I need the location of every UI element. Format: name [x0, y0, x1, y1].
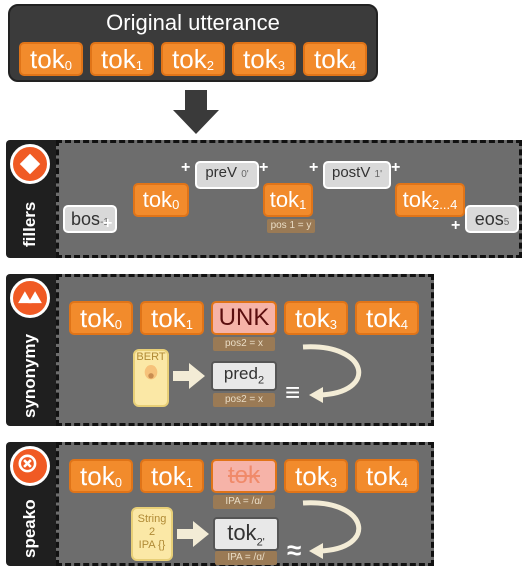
- string-ipa-model-box: String 2 IPA {}: [131, 507, 173, 561]
- fill-bucket-icon: [19, 153, 41, 175]
- synonymy-token-3: tok3: [284, 301, 348, 335]
- synonymy-badge: [10, 278, 50, 318]
- speako-badge: [10, 446, 50, 486]
- speako-panel: tok0 tok1 tok IPA = /ɑ/ tok3 tok4 String…: [56, 442, 434, 566]
- down-arrow-icon: [173, 90, 219, 134]
- right-arrow-icon: [177, 521, 209, 547]
- equivalence-symbol: ≡: [285, 377, 301, 407]
- model-line-1: String: [137, 513, 167, 525]
- x-circle-icon: [18, 454, 37, 473]
- plus-sign: +: [309, 159, 319, 176]
- bert-model-box: BERT: [133, 349, 169, 407]
- synonymy-token-0: tok0: [69, 301, 133, 335]
- return-arrow-icon: [302, 344, 362, 403]
- return-arrow-icon: [302, 500, 362, 559]
- fillers-bos-box: bos-1: [63, 205, 117, 233]
- speako-sidebar: speako: [6, 442, 56, 566]
- speako-pred-ipa: IPA = /ɑ/: [215, 551, 277, 565]
- speako-struck-ipa: IPA = /ɑ/: [213, 495, 275, 509]
- synonymy-sidebar: synonymy: [6, 274, 56, 426]
- plus-sign: +: [259, 159, 269, 176]
- original-token-2: tok2: [161, 42, 225, 76]
- original-token-3: tok3: [232, 42, 296, 76]
- plus-sign: +: [103, 215, 113, 232]
- right-arrow-icon: [173, 363, 205, 389]
- synonymy-token-4: tok4: [355, 301, 419, 335]
- speako-token-4: tok4: [355, 459, 419, 493]
- fillers-panel: bos-1 + tok0 + preV 0' + tok1 pos 1 = y …: [56, 140, 522, 258]
- plus-sign: +: [451, 217, 461, 234]
- fillers-label: fillers: [20, 201, 39, 247]
- approx-symbol: ≈: [287, 535, 302, 565]
- synonymy-token-1: tok1: [140, 301, 204, 335]
- original-token-4: tok4: [303, 42, 367, 76]
- fillers-postV-box: postV 1': [323, 161, 391, 189]
- synonymy-unk-pos: pos2 = x: [213, 337, 275, 351]
- synonymy-panel: tok0 tok1 UNK pos2 = x tok3 tok4 BERT pr…: [56, 274, 434, 426]
- fillers-preV-box: preV 0': [195, 161, 259, 189]
- synonymy-pred-pos: pos2 = x: [213, 393, 275, 407]
- speako-label: speako: [20, 499, 39, 559]
- original-utterance-title: Original utterance: [106, 10, 280, 35]
- triangles-icon: [18, 291, 42, 304]
- fillers-sidebar: fillers: [6, 140, 56, 258]
- speako-token-1: tok1: [140, 459, 204, 493]
- fillers-token-0: tok0: [133, 183, 189, 217]
- synonymy-label: synonymy: [20, 333, 39, 419]
- fillers-eos-box: eos5: [465, 205, 519, 233]
- model-line-3: IPA {}: [138, 539, 166, 551]
- fillers-token-1: tok1: [263, 183, 313, 217]
- bert-face-icon: [144, 365, 158, 380]
- speako-token-3: tok3: [284, 459, 348, 493]
- synonymy-unk-token: UNK: [211, 301, 277, 335]
- fillers-badge: [10, 144, 50, 184]
- fillers-tok1-pos: pos 1 = y: [267, 219, 315, 233]
- original-utterance-box: Original utterance tok0 tok1 tok2 tok3 t…: [8, 4, 378, 82]
- speako-token-0: tok0: [69, 459, 133, 493]
- speako-pred-box: tok2': [213, 517, 279, 551]
- plus-sign: +: [181, 159, 191, 176]
- original-token-0: tok0: [19, 42, 83, 76]
- fillers-token-2-4: tok2...4: [395, 183, 465, 217]
- bert-label: BERT: [136, 351, 166, 363]
- synonymy-pred-box: pred2: [211, 361, 277, 391]
- original-token-1: tok1: [90, 42, 154, 76]
- plus-sign: +: [391, 159, 401, 176]
- speako-struck-token: tok: [211, 459, 277, 493]
- model-line-2: 2: [148, 526, 156, 538]
